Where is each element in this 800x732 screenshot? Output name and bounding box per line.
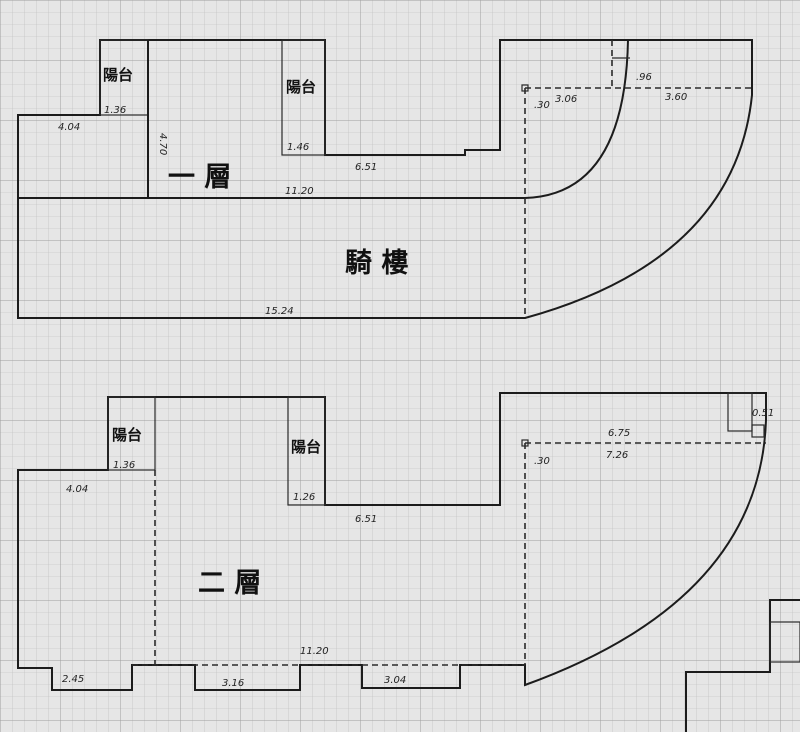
floor-2-title: 二 層 [198,568,261,599]
floor-1-balcony-left-label: 陽台 [103,66,133,84]
dim-floor2-126: 1.26 [293,492,315,503]
partial-plan-corner [685,599,800,732]
dim-floor1-146: 1.46 [287,142,309,153]
dim-floor1-360: 3.60 [665,92,687,103]
dim-floor1-136: 1.36 [104,105,126,116]
dim-floor2-675: 6.75 [608,428,630,439]
dim-floor1-1524: 15.24 [265,306,294,317]
dim-floor2-136: 1.36 [113,460,135,471]
dim-floor2-726: 7.26 [606,450,628,461]
floor-1-plan: 一 層 騎 樓 陽台 陽台 4.04 1.36 4.70 1.46 6.51 1… [17,39,753,319]
dim-floor1-404: 4.04 [58,122,80,133]
dim-floor1-1120: 11.20 [285,186,314,197]
dim-floor2-051: 0.51 [752,408,774,419]
floor-1-balcony-right-label: 陽台 [286,78,316,96]
dim-floor2-404: 4.04 [66,484,88,495]
floor-1-arcade-label: 騎 樓 [345,248,408,279]
floor-2-balcony-left-label: 陽台 [112,426,142,444]
dim-floor2-304: 3.04 [384,675,406,686]
dim-floor2-1120: 11.20 [300,646,329,657]
dim-floor2-651: 6.51 [355,514,377,525]
dim-floor1-96: .96 [636,72,652,83]
dim-floor2-316: 3.16 [222,678,244,689]
dim-floor1-30: .30 [534,100,550,111]
dim-floor1-306: 3.06 [555,94,577,105]
floor-2-balcony-right-label: 陽台 [291,438,321,456]
floor-1-title: 一 層 [168,162,231,193]
floor-2-plan: 二 層 陽台 陽台 4.04 1.36 1.26 6.51 11.20 2.45… [17,392,774,691]
dim-floor1-651: 6.51 [355,162,377,173]
dim-floor2-245: 2.45 [62,674,84,685]
dim-floor1-470: 4.70 [157,133,168,155]
dim-floor2-30: .30 [534,456,550,467]
